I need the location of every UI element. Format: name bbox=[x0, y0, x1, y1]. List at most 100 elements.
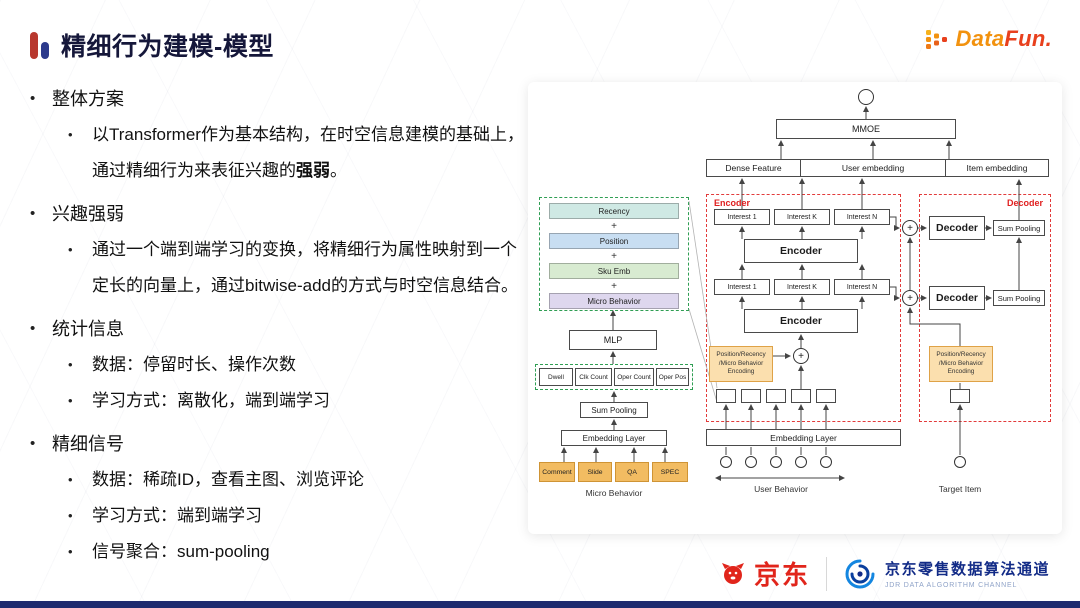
bullet-text: 精细信号 bbox=[52, 434, 124, 454]
decoder-box-2: Decoder bbox=[929, 286, 985, 310]
decoder-region bbox=[919, 194, 1051, 422]
bullet-text: 数据：停留时长、操作次数 bbox=[92, 355, 296, 374]
input-node bbox=[820, 456, 832, 468]
bitwise-add-node-decoder-1: + bbox=[902, 220, 918, 236]
position-recency-encoding-box-encoder: Position/Recency /Micro Behavior Encodin… bbox=[709, 346, 773, 382]
bullet-text: 统计信息 bbox=[52, 319, 124, 339]
token-box bbox=[791, 389, 811, 403]
bullet-text: 学习方式：离散化，端到端学习 bbox=[92, 391, 330, 410]
plus-operator: + bbox=[611, 250, 617, 262]
sum-pooling-box-right-2: Sum Pooling bbox=[993, 290, 1045, 306]
bullet-item-stat-info: 统计信息 bbox=[26, 311, 526, 347]
user-embedding-box: User embedding bbox=[800, 159, 946, 177]
sum-pooling-box-left: Sum Pooling bbox=[580, 402, 648, 418]
bullet-text-bold: 强弱 bbox=[296, 161, 330, 180]
item-embedding-box: Item embedding bbox=[945, 159, 1049, 177]
interest-n-box-top: Interest N bbox=[834, 209, 890, 225]
bullet-text-pre: 以Transformer作为基本结构，在时空信息建模的基础上，通过精细行为来表征… bbox=[92, 125, 524, 180]
jdr-channel-texts: 京东零售数据算法通道 JDR DATA ALGORITHM CHANNEL bbox=[885, 558, 1050, 589]
datafun-dots-icon bbox=[926, 30, 948, 49]
spec-box: SPEC bbox=[652, 462, 688, 482]
oper-pos-box: Oper Pos bbox=[656, 368, 689, 386]
title-marker-red-bar bbox=[30, 31, 38, 59]
bitwise-add-node-decoder-2: + bbox=[902, 290, 918, 306]
embedding-layer-box-middle: Embedding Layer bbox=[706, 429, 901, 446]
brand-part1: Data bbox=[955, 26, 1005, 51]
encoder-region-label: Encoder bbox=[714, 198, 751, 208]
interest-k-box-mid: Interest K bbox=[774, 279, 830, 295]
oper-count-box: Oper Count bbox=[614, 368, 654, 386]
slide-box: Slide bbox=[578, 462, 612, 482]
target-item-label: Target Item bbox=[938, 484, 982, 494]
dwell-box: Dwell bbox=[539, 368, 573, 386]
plus-operator: + bbox=[611, 280, 617, 292]
model-architecture-diagram: MMOE Dense Feature User embedding Item e… bbox=[531, 84, 1059, 532]
bullet-text: 学习方式：端到端学习 bbox=[92, 506, 262, 525]
target-token-box bbox=[950, 389, 970, 403]
encoder-region bbox=[706, 194, 901, 422]
encoder-box-lower: Encoder bbox=[744, 309, 858, 333]
input-node bbox=[720, 456, 732, 468]
dense-feature-box: Dense Feature bbox=[706, 159, 801, 177]
jd-wordmark: 京东 bbox=[753, 560, 810, 590]
bullet-item-stat-data: 数据：停留时长、操作次数 bbox=[26, 347, 526, 383]
interest-n-box-mid: Interest N bbox=[834, 279, 890, 295]
bullet-item-end2end: 通过一个端到端学习的变换，将精细行为属性映射到一个定长的向量上，通过bitwis… bbox=[26, 232, 526, 304]
bullet-text-post: 。 bbox=[330, 161, 347, 180]
bullet-text: 兴趣强弱 bbox=[52, 204, 124, 224]
page-title: 精细行为建模-模型 bbox=[61, 33, 274, 61]
position-box: Position bbox=[549, 233, 679, 249]
input-node bbox=[795, 456, 807, 468]
token-box bbox=[766, 389, 786, 403]
jd-dog-icon bbox=[721, 562, 744, 584]
micro-behavior-box: Micro Behavior bbox=[549, 293, 679, 309]
footer-logos: 京东 京东零售数据算法通道 JDR DATA ALGORITHM CHANNEL bbox=[718, 555, 1050, 592]
user-behavior-label: User Behavior bbox=[754, 484, 808, 494]
decoder-region-label: Decoder bbox=[1006, 198, 1043, 208]
bitwise-add-node-encoder: + bbox=[793, 348, 809, 364]
jdr-channel-logo: 京东零售数据算法通道 JDR DATA ALGORITHM CHANNEL bbox=[843, 557, 1050, 591]
token-box bbox=[716, 389, 736, 403]
embedding-layer-box-left: Embedding Layer bbox=[561, 430, 667, 446]
bullet-text: 通过一个端到端学习的变换，将精细行为属性映射到一个定长的向量上，通过bitwis… bbox=[92, 240, 518, 295]
mmoe-box: MMOE bbox=[776, 119, 956, 139]
brand-part2: Fun. bbox=[1004, 26, 1052, 51]
target-item-node bbox=[954, 456, 966, 468]
diagram-wires bbox=[561, 106, 1022, 481]
recency-box: Recency bbox=[549, 203, 679, 219]
diagram-card: MMOE Dense Feature User embedding Item e… bbox=[528, 82, 1062, 534]
jdr-channel-name-en: JDR DATA ALGORITHM CHANNEL bbox=[884, 582, 1018, 589]
bullet-text: 信号聚合：sum-pooling bbox=[92, 542, 270, 561]
bullet-item-signal-pooling: 信号聚合：sum-pooling bbox=[26, 534, 526, 570]
comment-box: Comment bbox=[539, 462, 575, 482]
micro-behavior-label: Micro Behavior bbox=[585, 488, 643, 498]
bottom-accent-bar bbox=[0, 601, 1080, 608]
bullet-item-overall-plan: 整体方案 bbox=[26, 81, 526, 117]
interest-k-box-top: Interest K bbox=[774, 209, 830, 225]
jdr-channel-name-cn: 京东零售数据算法通道 bbox=[884, 561, 1050, 578]
decoder-box-1: Decoder bbox=[929, 216, 985, 240]
input-node bbox=[745, 456, 757, 468]
qa-box: QA bbox=[615, 462, 649, 482]
footer-divider bbox=[825, 556, 827, 591]
interest-1-box-mid: Interest 1 bbox=[714, 279, 770, 295]
jdr-swirl-icon bbox=[845, 559, 875, 588]
interest-1-box-top: Interest 1 bbox=[714, 209, 770, 225]
bullet-item-signal-data: 数据：稀疏ID，查看主图、浏览评论 bbox=[26, 462, 526, 498]
title-block: 精细行为建模-模型 bbox=[30, 27, 274, 63]
token-box bbox=[816, 389, 836, 403]
bullet-item-interest-strength: 兴趣强弱 bbox=[26, 196, 526, 232]
input-node bbox=[770, 456, 782, 468]
token-box bbox=[741, 389, 761, 403]
encoder-box-upper: Encoder bbox=[744, 239, 858, 263]
bullet-text: 整体方案 bbox=[52, 89, 124, 109]
bullet-item-stat-learning: 学习方式：离散化，端到端学习 bbox=[26, 383, 526, 419]
datafun-wordmark: DataFun. bbox=[955, 26, 1052, 52]
bullet-list: 整体方案 以Transformer作为基本结构，在时空信息建模的基础上，通过精细… bbox=[26, 74, 526, 570]
title-marker-blue-bar bbox=[41, 41, 49, 59]
jd-logo: 京东 bbox=[718, 555, 810, 592]
bullet-text: 数据：稀疏ID，查看主图、浏览评论 bbox=[92, 470, 364, 489]
sku-emb-box: Sku Emb bbox=[549, 263, 679, 279]
datafun-logo: DataFun. bbox=[924, 26, 1052, 52]
